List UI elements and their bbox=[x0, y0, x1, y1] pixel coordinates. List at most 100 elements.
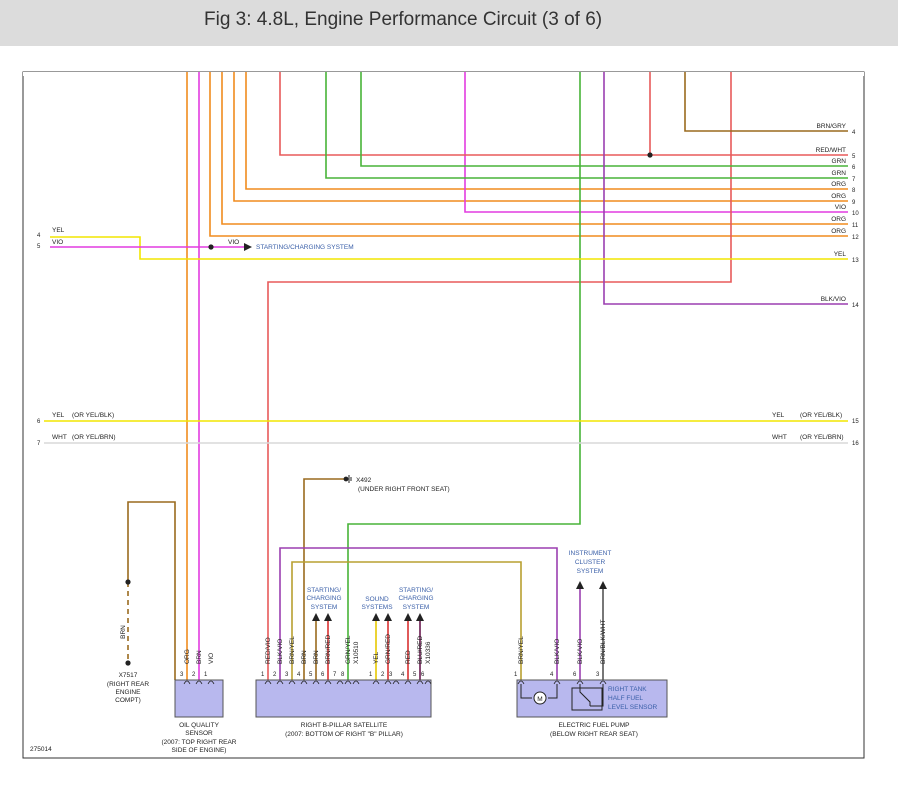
sys-sc1-line3: SYSTEM bbox=[311, 604, 338, 611]
satellite-pin-number: 3 bbox=[389, 672, 393, 678]
ground-x7517-wire-label: BRN bbox=[120, 625, 127, 639]
sys-ic-line2: CLUSTER bbox=[575, 559, 606, 566]
oil-sensor-pin-mark bbox=[183, 680, 191, 685]
starting-ref-wire: VIO bbox=[228, 239, 239, 246]
satellite-pin-number: 6 bbox=[421, 672, 425, 678]
oil-sensor-pin-mark bbox=[207, 680, 215, 685]
right-wire-label: YEL bbox=[834, 251, 847, 258]
oil-sensor-note-1: (2007: TOP RIGHT REAR bbox=[161, 739, 236, 746]
fuel-pump-pin-mark bbox=[599, 680, 607, 685]
sys-sc2-line2: CHARGING bbox=[398, 595, 433, 602]
system-ref-sound[interactable]: SOUND SYSTEMS bbox=[361, 596, 393, 611]
sys-sound-line2: SYSTEMS bbox=[361, 604, 393, 611]
oil-sensor-pin-number: 1 bbox=[204, 672, 208, 678]
oil-sensor-pin-number: 3 bbox=[180, 672, 184, 678]
satellite-pin-number: 8 bbox=[341, 672, 345, 678]
oil-sensor-name-2: SENSOR bbox=[185, 730, 213, 737]
sys-sc2-line1: STARTING/ bbox=[399, 587, 433, 594]
ground-x492-wire bbox=[303, 478, 345, 680]
bus-right-pin-16: 16 bbox=[852, 441, 859, 447]
ground-x7517-loc-2: ENGINE bbox=[116, 689, 142, 696]
bus-wht-right-alt: (OR YEL/BRN) bbox=[800, 434, 844, 441]
satellite-wire-label: YEL bbox=[373, 651, 380, 664]
fuel-pump-pin-number: 1 bbox=[514, 672, 518, 678]
satellite-wire-label: BLU/RED bbox=[417, 636, 424, 664]
ground-x7517-splice bbox=[125, 579, 131, 585]
right-wire-pin: 13 bbox=[852, 258, 859, 264]
splice-violet bbox=[208, 244, 214, 250]
fuel-pump-note: (BELOW RIGHT REAR SEAT) bbox=[550, 731, 638, 738]
satellite-pin-mark bbox=[264, 680, 272, 685]
bus-wht-alt: (OR YEL/BRN) bbox=[72, 434, 116, 441]
sys-ic-line3: SYSTEM bbox=[577, 568, 604, 575]
left-input-label-yel: YEL bbox=[52, 227, 65, 234]
ground-x7517-loc-1: (RIGHT REAR bbox=[107, 681, 149, 688]
satellite-wire-label: GRN/YEL bbox=[345, 635, 352, 664]
system-ref-arrows bbox=[315, 588, 604, 680]
starting-charging-system-link[interactable]: STARTING/CHARGING SYSTEM bbox=[256, 244, 354, 251]
satellite-pin-number: 4 bbox=[297, 672, 301, 678]
fuel-pump-wire-label: BLK/VIO bbox=[554, 639, 561, 664]
figure-title: Fig 3: 4.8L, Engine Performance Circuit … bbox=[204, 9, 603, 30]
starting-charging-arrow bbox=[244, 243, 252, 251]
satellite-pin-mark bbox=[424, 680, 432, 685]
satellite-pin-mark bbox=[324, 680, 332, 685]
satellite-wire-label: BRN bbox=[301, 650, 308, 664]
bus-wht-label: WHT bbox=[52, 434, 67, 441]
right-wire-label: BLK/VIO bbox=[821, 296, 846, 303]
satellite-pin-number: 7 bbox=[333, 672, 337, 678]
satellite-pin-mark bbox=[392, 680, 400, 685]
system-ref-instrument-cluster[interactable]: INSTRUMENT CLUSTER SYSTEM bbox=[569, 550, 612, 575]
right-wire-pin: 14 bbox=[852, 303, 859, 309]
satellite-pin-mark bbox=[336, 680, 344, 685]
top-trunk-wires bbox=[186, 72, 848, 680]
right-wire-label: BRN/GRY bbox=[817, 123, 847, 130]
fuel-pump-pin-marks bbox=[517, 680, 607, 685]
satellite-pin-number: 5 bbox=[309, 672, 313, 678]
satellite-note: (2007: BOTTOM OF RIGHT "B" PILLAR) bbox=[285, 731, 403, 738]
right-wire-label: ORG bbox=[831, 181, 846, 188]
bus-wht-right-label: WHT bbox=[772, 434, 787, 441]
ground-x7517-name: X7517 bbox=[119, 672, 138, 679]
left-input-pin-5: 5 bbox=[37, 244, 41, 250]
satellite-wire-label: BRN/YEL bbox=[289, 636, 296, 664]
system-ref-starting-charging-1[interactable]: STARTING/ CHARGING SYSTEM bbox=[306, 587, 341, 611]
satellite-pin-number: 2 bbox=[273, 672, 277, 678]
satellite-pin-mark bbox=[344, 680, 352, 685]
satellite-wire-label: X10336 bbox=[425, 641, 432, 664]
satellite-pin-number: 5 bbox=[413, 672, 417, 678]
bus-wires bbox=[44, 420, 848, 444]
satellite-pin-mark bbox=[276, 680, 284, 685]
fuel-pump-pin-number: 3 bbox=[596, 672, 600, 678]
system-ref-starting-charging-2[interactable]: STARTING/ CHARGING SYSTEM bbox=[398, 587, 433, 611]
bus-yel-right-label: YEL bbox=[772, 412, 785, 419]
oil-sensor-wire-label: ORG bbox=[184, 649, 191, 664]
satellite-pin-mark bbox=[416, 680, 424, 685]
satellite-pin-labels: RED/VIO1BLK/VIO2BRN/YEL3BRN4BRN5BRN/RED6… bbox=[261, 634, 432, 678]
oil-sensor-pin-number: 2 bbox=[192, 672, 196, 678]
satellite-pin-mark bbox=[352, 680, 360, 685]
satellite-pin-mark bbox=[404, 680, 412, 685]
satellite-wire-label: RED bbox=[405, 650, 412, 664]
oil-quality-sensor-box bbox=[174, 679, 224, 718]
left-input-label-vio: VIO bbox=[52, 239, 63, 246]
satellite-pin-mark bbox=[384, 680, 392, 685]
satellite-pin-number: 4 bbox=[401, 672, 405, 678]
right-wire-label: ORG bbox=[831, 216, 846, 223]
oil-sensor-wire-label: BRN bbox=[196, 650, 203, 664]
oil-sensor-note-2: SIDE OF ENGINE) bbox=[172, 747, 227, 754]
fuel-pump-motor-symbol: M bbox=[537, 696, 542, 703]
bus-yel-alt: (OR YEL/BLK) bbox=[72, 412, 114, 419]
sys-sc2-line3: SYSTEM bbox=[403, 604, 430, 611]
ground-x7517-loc-3: COMPT) bbox=[115, 697, 141, 704]
right-wire-label: ORG bbox=[831, 193, 846, 200]
satellite-pin-mark bbox=[288, 680, 296, 685]
satellite-wire-label: BRN bbox=[313, 650, 320, 664]
right-wire-label: ORG bbox=[831, 228, 846, 235]
frame-top-gap bbox=[23, 72, 864, 76]
left-input-wires bbox=[50, 236, 848, 260]
oil-sensor-pin-mark bbox=[195, 680, 203, 685]
right-wire-pin: 11 bbox=[852, 223, 859, 229]
ground-x7517-point bbox=[125, 660, 131, 666]
